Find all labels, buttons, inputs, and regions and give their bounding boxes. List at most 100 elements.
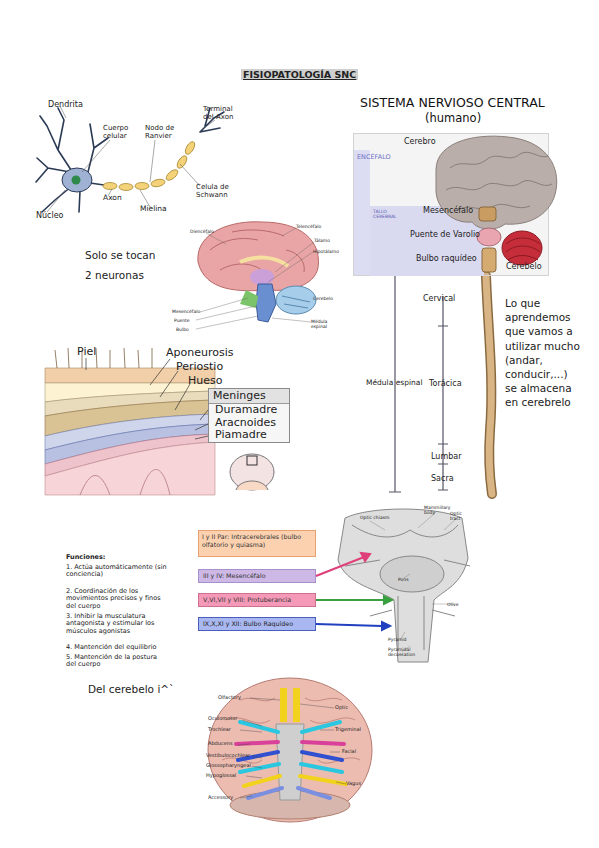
text-label: Mesencéfalo: [423, 206, 473, 215]
brain-sagittal: [210, 230, 304, 272]
cerebrum-shape: [446, 152, 552, 210]
spinal-cord: [486, 276, 492, 494]
text-label: Cerebro: [404, 137, 436, 146]
node-heading: IX,X,XI y XII: Bulbo Raquídeo: [203, 620, 311, 627]
neuron-illustration: [135, 183, 149, 190]
node-box: MeningesDuramadreAracnoidesPiamadre: [208, 388, 290, 443]
cranial-pair-arrows: [316, 553, 392, 630]
text-label: Vagus: [346, 781, 361, 787]
node-heading: TALLO CEREBRAL: [373, 209, 403, 220]
text-label: Dendrita: [48, 100, 83, 109]
text-label: Mielina: [140, 205, 167, 214]
brainstem-illustration: [338, 509, 470, 662]
text-label: Sacra: [431, 474, 454, 483]
text-label: Telencéfalo: [296, 224, 321, 229]
neuron-illustration: [175, 154, 188, 170]
brain-base-illustration: [238, 752, 342, 760]
node-heading: III y IV: Mesencéfalo: [203, 572, 311, 579]
brain-sagittal: [196, 228, 314, 329]
brain-sagittal: [196, 228, 314, 329]
text-label: Pyramid: [388, 637, 406, 642]
text-label: Puente de Varolio: [410, 230, 480, 239]
text-label: Médula espinal: [366, 379, 422, 388]
neuron-illustration: [36, 108, 224, 212]
text-label: 2. Coordinación de los movimientos preci…: [66, 588, 166, 610]
brain-base-illustration: [248, 788, 330, 798]
meninges-illustration: [45, 442, 215, 495]
text-label: Pons: [398, 577, 409, 582]
brainstem-illustration: [380, 556, 444, 592]
neuron-illustration: [62, 168, 92, 192]
brain-sagittal: [198, 222, 319, 291]
text-label: Piel: [77, 346, 96, 359]
brain-base-illustration: [240, 722, 340, 732]
brainstem-organs: [477, 207, 542, 272]
brainstem-illustration: [370, 512, 458, 652]
snc-box-fill: [353, 150, 370, 276]
brain-sagittal: [256, 284, 276, 322]
text-label: Olfactory: [218, 695, 241, 701]
cranial-pair-arrows: [316, 624, 382, 626]
text-label: Cuerpo celular: [103, 124, 137, 140]
text-label: Núcleo: [36, 211, 64, 220]
brain-base-illustration: [236, 742, 344, 744]
text-label: Médula espinal: [311, 319, 333, 329]
text-label: Hueso: [188, 375, 222, 388]
text-label: 1. Actúa automáticamente (sin conciencia…: [66, 564, 168, 579]
text-label: Abducens: [208, 741, 233, 747]
node-text: Aracnoides: [209, 417, 289, 430]
neuron-illustration: [164, 168, 179, 182]
text-label: Optic: [335, 705, 348, 711]
brain-base-illustration: [280, 688, 287, 722]
meninges-illustration: [230, 454, 274, 490]
text-label: Torácica: [429, 379, 462, 388]
brain-base-illustration: [236, 722, 346, 798]
brain-sagittal: [240, 290, 258, 308]
brain-sagittal: [250, 269, 274, 285]
brainstem-organs: [479, 207, 496, 221]
brainstem-organs: [477, 228, 501, 246]
text-label: Hipotálamo: [313, 249, 339, 254]
text-label: Trochlear: [208, 727, 231, 733]
text-label: Celula de Schwann: [196, 183, 236, 199]
cranial-pair-arrows: [382, 622, 390, 630]
text-label: 3. Inhibir la musculatura antagonista y …: [66, 613, 172, 635]
meninges-illustration: [247, 456, 257, 465]
brain-base-illustration: [238, 698, 346, 798]
text-label: Hypoglossal: [206, 773, 236, 779]
text-label: Periostio: [176, 361, 223, 374]
text-label: 4. Mantención del equilibrio: [66, 644, 178, 651]
brain-base-illustration: [240, 764, 342, 772]
text-label: Puente: [174, 318, 190, 323]
node-box: I y II Par: Intracerebrales (bulbo olfat…: [198, 530, 316, 557]
node-box: V,VI,VII y VIII: Protuberancia: [198, 593, 316, 607]
text-label: Diencéfalo: [190, 229, 214, 234]
meninges-illustration: [236, 481, 268, 490]
text-label: 5. Mantención de la postura del cuerpo: [66, 654, 158, 669]
text-label: Aponeurosis: [166, 347, 233, 360]
text-label: Solo se tocan 2 neuronas: [85, 245, 161, 285]
brainstem-organs: [502, 231, 542, 265]
neuron-illustration: [36, 106, 224, 212]
text-label: Bulbo: [176, 327, 189, 332]
node-heading: Meninges: [209, 389, 289, 404]
text-label: Glossopharyngeal: [206, 763, 251, 769]
neuron-illustration: [103, 183, 117, 190]
page-title: FISIOPATOLOGÍA SNC: [241, 69, 358, 80]
node-box: III y IV: Mesencéfalo: [198, 569, 316, 583]
cranial-pair-arrows: [316, 557, 364, 576]
text-label: Del cerebelo i^`: [88, 683, 174, 695]
brain-base-illustration: [238, 698, 346, 798]
text-label: Nodo de Ranvier: [145, 124, 179, 140]
text-label: Cerebelo: [506, 262, 542, 271]
brain-sagittal: [240, 257, 288, 266]
node-text: Piamadre: [209, 429, 289, 442]
cranial-pair-arrows: [316, 599, 384, 601]
neuron-illustration: [103, 140, 197, 190]
text-label: Terminal del Axon: [203, 105, 245, 121]
neuron-illustration: [119, 184, 133, 191]
neuron-illustration: [150, 178, 165, 188]
brainstem-organs: [506, 238, 540, 260]
